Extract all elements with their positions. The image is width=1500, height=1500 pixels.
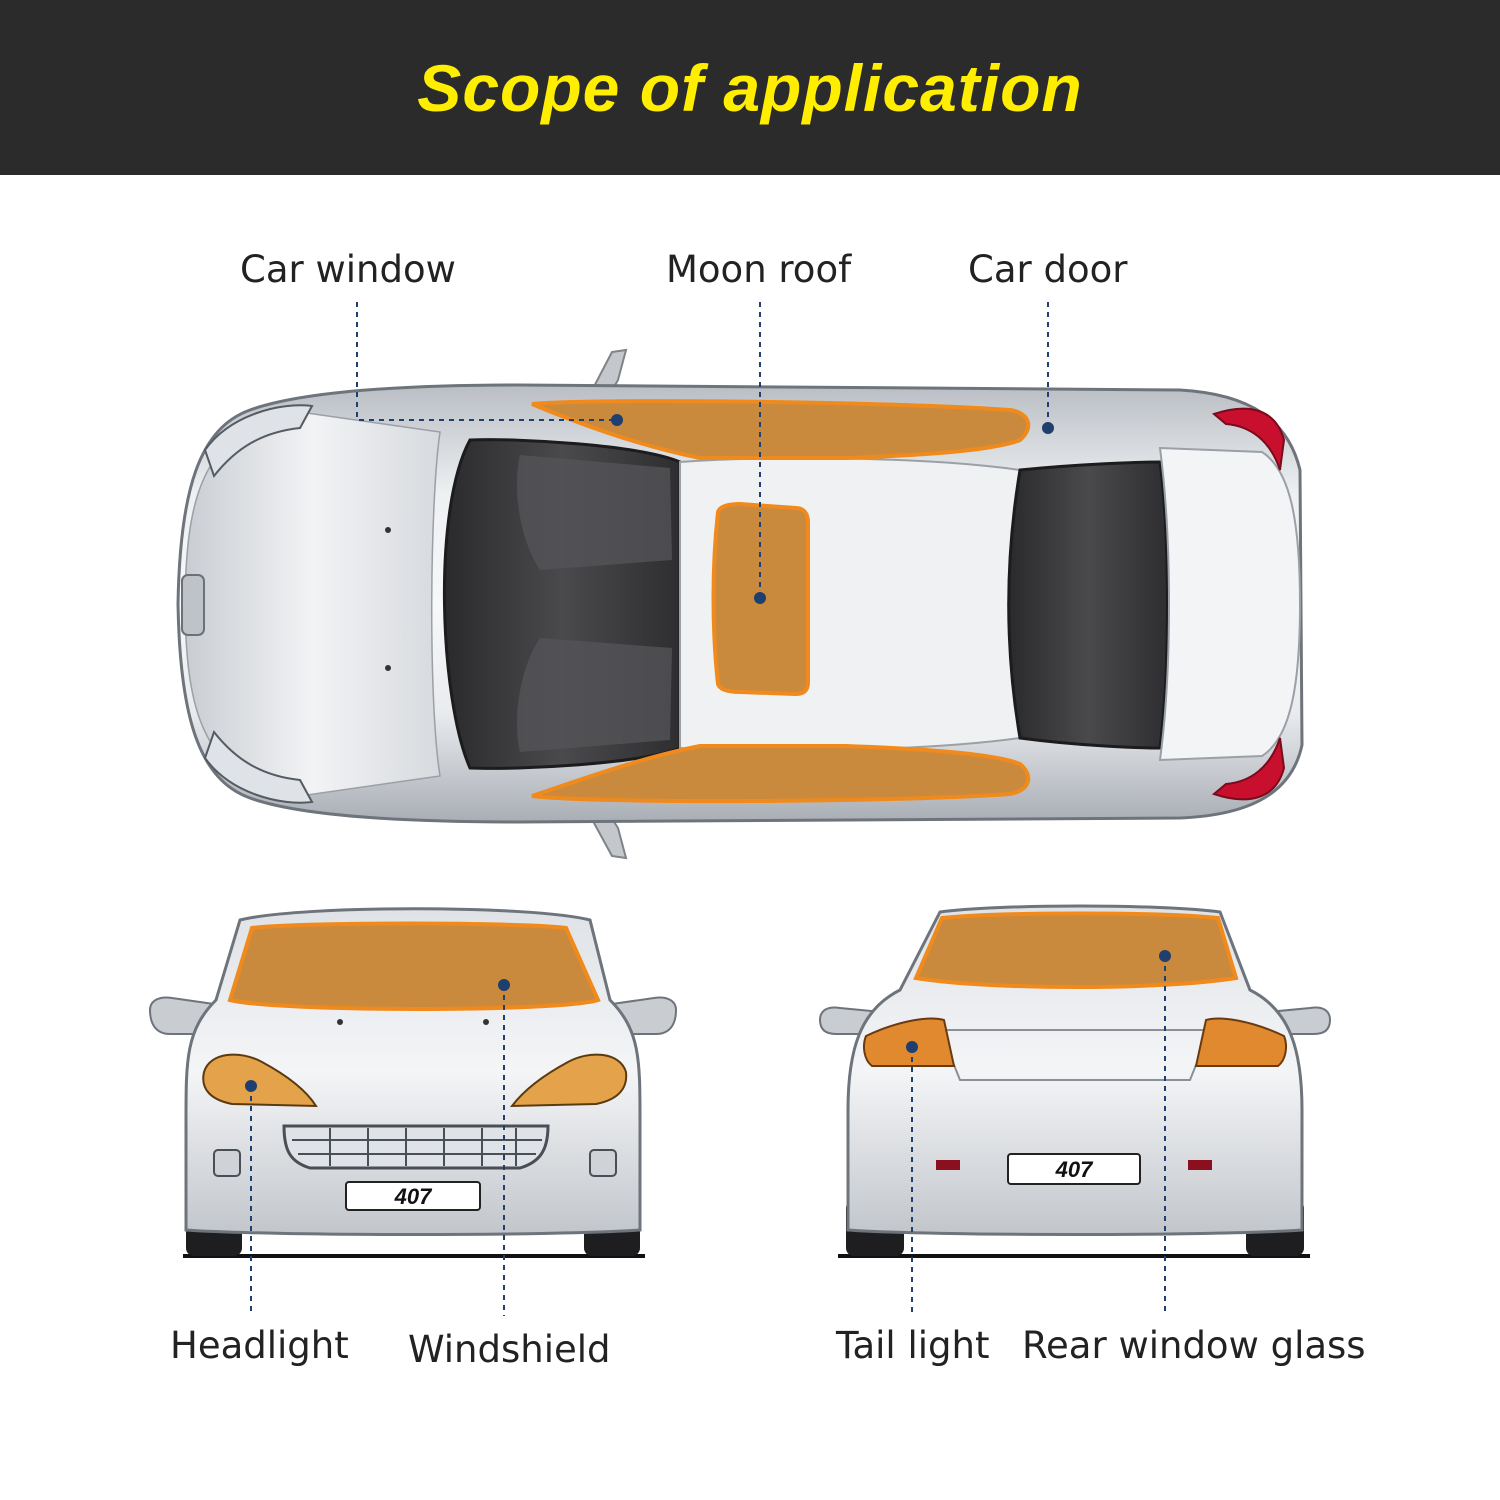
taillight-top-right (1211, 737, 1286, 801)
seat-left (516, 455, 672, 570)
label-tail-light: Tail light (836, 1324, 990, 1367)
dot-rear-window-glass (1159, 950, 1171, 962)
headlight-front-left (202, 1053, 318, 1108)
leader-lines (250, 302, 1166, 1316)
label-car-door: Car door (968, 248, 1128, 291)
dot-tail-light (906, 1041, 918, 1053)
front-badge (181, 574, 205, 636)
headlight-top-left (203, 404, 314, 479)
leader-car-window (356, 302, 617, 421)
wiper-jet-2 (483, 1019, 489, 1025)
rear-window-film (913, 911, 1239, 989)
rear-body (846, 904, 1304, 1236)
dot-moon-roof (754, 592, 766, 604)
headlight-front-right (509, 1053, 628, 1108)
taillight-top-left (1211, 407, 1286, 471)
rear-reflector-right (1188, 1160, 1212, 1170)
trunk (1158, 446, 1302, 762)
label-moon-roof: Moon roof (666, 248, 852, 291)
dot-car-door (1042, 422, 1054, 434)
car-top-view (176, 348, 1304, 860)
page-title: Scope of application (417, 51, 1083, 125)
front-plate (345, 1181, 481, 1211)
leader-dots (245, 414, 1171, 1092)
headlight-top-right (203, 729, 314, 804)
grille-bars (292, 1128, 542, 1166)
rear-plate (1007, 1153, 1141, 1185)
rear-reflector-left (936, 1160, 960, 1170)
label-windshield: Windshield (408, 1328, 611, 1371)
rear-plate-text: 407 (1055, 1157, 1094, 1182)
fog-light-right (589, 1149, 617, 1177)
hood-washer-1 (385, 527, 391, 533)
header-banner: Scope of application (0, 0, 1500, 175)
label-headlight: Headlight (170, 1324, 349, 1367)
dot-headlight (245, 1080, 257, 1092)
side-window-film-bottom (531, 744, 1031, 804)
fog-light-left (213, 1149, 241, 1177)
wiper-jet-1 (337, 1019, 343, 1025)
label-rear-window-glass: Rear window glass (1022, 1324, 1366, 1367)
rear-cabin (1007, 460, 1169, 750)
dot-car-window (611, 414, 623, 426)
seat-right (516, 638, 672, 752)
label-car-window: Car window (240, 248, 456, 291)
windshield-film (227, 921, 601, 1011)
car-rear-view: 407 (818, 904, 1332, 1258)
taillight-rear-right (1194, 1017, 1287, 1067)
front-grille (282, 1124, 550, 1170)
dot-windshield (498, 979, 510, 991)
hood (184, 411, 441, 797)
side-window-film-top (531, 399, 1031, 460)
car-front-view: 407 (148, 907, 678, 1258)
front-plate-text: 407 (394, 1184, 433, 1209)
hood-washer-2 (385, 665, 391, 671)
